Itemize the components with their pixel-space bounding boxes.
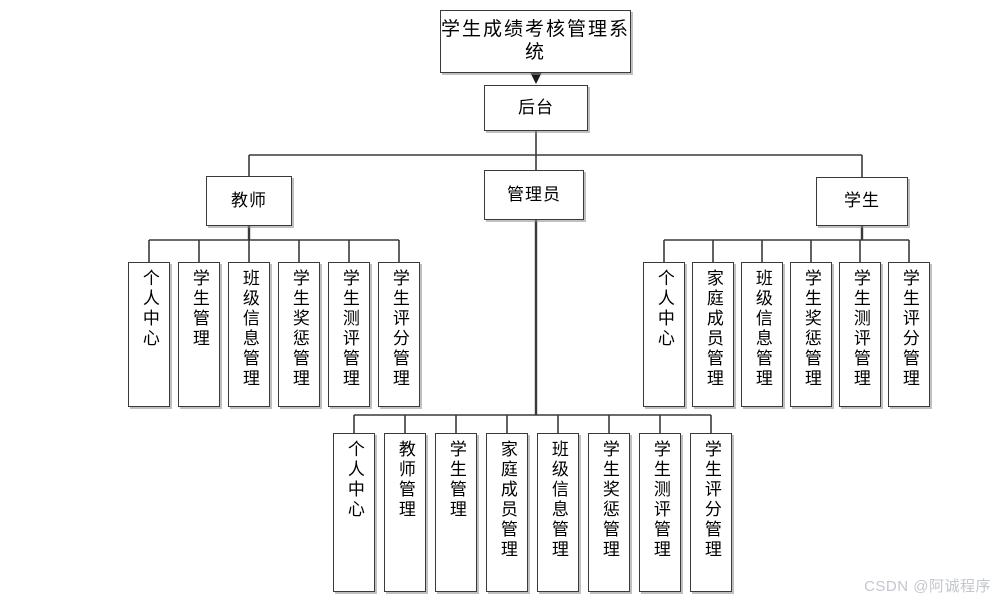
node-label: 学生评分管理 [701, 440, 721, 560]
node-label: 学生管理 [189, 269, 209, 349]
node-label: 学生奖惩管理 [289, 269, 309, 389]
node-label: 学生奖惩管理 [801, 269, 821, 389]
node-label: 学生评分管理 [899, 269, 919, 389]
node-student-child[interactable]: 家庭成员管理 [692, 262, 734, 407]
node-teacher-child[interactable]: 个人中心 [128, 262, 170, 407]
node-label: 家庭成员管理 [703, 269, 723, 389]
node-teacher-child[interactable]: 学生奖惩管理 [278, 262, 320, 407]
node-role-teacher[interactable]: 教师 [206, 176, 292, 226]
node-student-child[interactable]: 学生奖惩管理 [790, 262, 832, 407]
node-label: 学生成绩考核管理系统 [441, 19, 631, 63]
node-admin-child[interactable]: 班级信息管理 [537, 433, 579, 592]
node-role-student[interactable]: 学生 [816, 177, 908, 226]
node-label: 学生奖惩管理 [599, 440, 619, 560]
node-admin-child[interactable]: 家庭成员管理 [486, 433, 528, 592]
node-label: 班级信息管理 [239, 269, 259, 389]
node-label: 教师管理 [395, 440, 415, 520]
node-teacher-child[interactable]: 学生测评管理 [328, 262, 370, 407]
node-label: 后台 [518, 97, 554, 117]
node-label: 学生测评管理 [850, 269, 870, 389]
node-student-child[interactable]: 班级信息管理 [741, 262, 783, 407]
node-label: 学生测评管理 [339, 269, 359, 389]
csdn-watermark: CSDN @阿诚程序 [864, 578, 991, 595]
node-admin-child[interactable]: 学生评分管理 [690, 433, 732, 592]
node-teacher-child[interactable]: 班级信息管理 [228, 262, 270, 407]
node-label: 个人中心 [344, 440, 364, 520]
node-label: 学生测评管理 [650, 440, 670, 560]
node-label: 个人中心 [139, 269, 159, 349]
node-label: 班级信息管理 [548, 440, 568, 560]
node-label: 教师 [231, 190, 267, 210]
node-label: 个人中心 [654, 269, 674, 349]
node-teacher-child[interactable]: 学生管理 [178, 262, 220, 407]
node-admin-child[interactable]: 学生测评管理 [639, 433, 681, 592]
node-system-title[interactable]: 学生成绩考核管理系统 [440, 10, 631, 73]
node-label: 管理员 [507, 184, 561, 204]
node-admin-child[interactable]: 教师管理 [384, 433, 426, 592]
node-student-child[interactable]: 个人中心 [643, 262, 685, 407]
node-backend[interactable]: 后台 [484, 85, 588, 131]
node-admin-child[interactable]: 学生奖惩管理 [588, 433, 630, 592]
node-student-child[interactable]: 学生评分管理 [888, 262, 930, 407]
node-label: 班级信息管理 [752, 269, 772, 389]
node-label: 学生评分管理 [389, 269, 409, 389]
node-role-admin[interactable]: 管理员 [484, 170, 584, 220]
node-label: 学生管理 [446, 440, 466, 520]
node-label: 学生 [844, 191, 880, 211]
node-admin-child[interactable]: 个人中心 [333, 433, 375, 592]
node-admin-child[interactable]: 学生管理 [435, 433, 477, 592]
node-label: 家庭成员管理 [497, 440, 517, 560]
node-student-child[interactable]: 学生测评管理 [839, 262, 881, 407]
node-teacher-child[interactable]: 学生评分管理 [378, 262, 420, 407]
